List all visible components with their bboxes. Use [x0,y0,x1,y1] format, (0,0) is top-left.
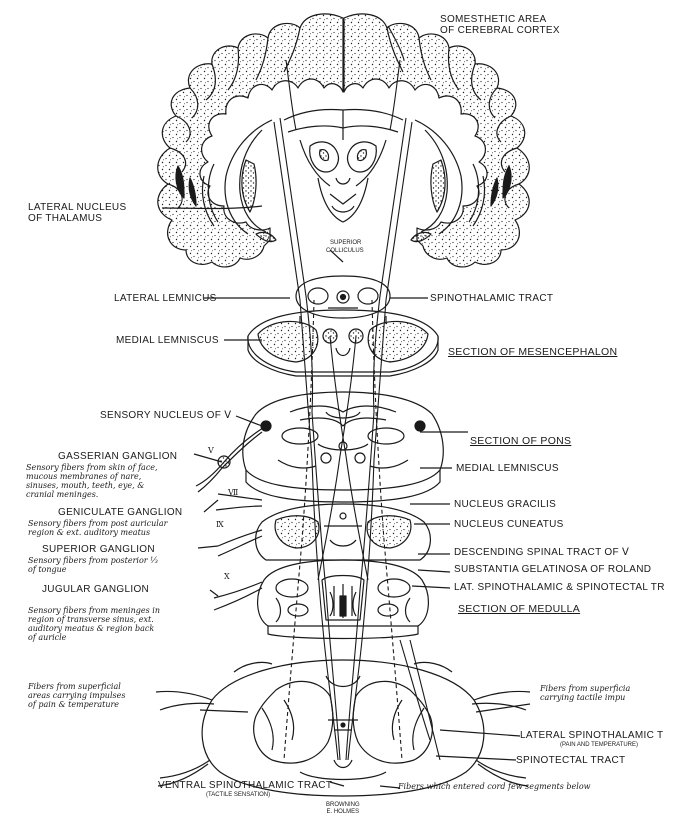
numeral-vii: Ⅶ [228,488,238,497]
label-geniculate-ganglion: GENICULATE GANGLION [58,507,182,518]
label-lateral-spinothalamic: LATERAL SPINOTHALAMIC T [520,730,663,741]
label-lateral-lemniscus: LATERAL LEMNICUS [114,293,217,304]
label-descending-spinal-tract: DESCENDING SPINAL TRACT OF Ⅴ [454,547,629,558]
label-pain-temperature: (PAIN AND TEMPERATURE) [560,742,638,749]
label-nucleus-gracilis: NUCLEUS GRACILIS [454,499,556,510]
label-lateral-nucleus: LATERAL NUCLEUS [28,202,126,213]
label-medial-lemniscus-top: MEDIAL LEMNISCUS [116,335,219,346]
label-tactile-sensation: (TACTILE SENSATION) [206,792,270,799]
label-jugular-ganglion: JUGULAR GANGLION [42,584,149,595]
label-superior-colliculus-2: COLLICULUS [326,248,364,255]
label-substantia-gelatinosa: SUBSTANTIA GELATINOSA OF ROLAND [454,564,651,575]
cerebral-hemispheres [158,14,530,267]
label-somesthetic-area: SOMESTHETIC AREA [440,14,546,25]
spinal-cord-section [156,660,530,796]
label-lateral-nucleus-2: OF THALAMUS [28,213,102,224]
label-superior-ganglion: SUPERIOR GANGLION [42,544,155,555]
label-spinotectal-tract: SPINOTECTAL TRACT [516,755,625,766]
cranial-nerves [162,26,530,788]
mesencephalon-section [248,276,438,376]
note-geniculate: Sensory fibers from post auricular regio… [28,519,167,537]
label-medial-lemniscus-pons: MEDIAL LEMNISCUS [456,463,559,474]
label-sensory-nucleus: SENSORY NUCLEUS OF Ⅴ [100,410,231,421]
label-section-mesencephalon: SECTION OF MESENCEPHALON [448,347,617,358]
label-spinothalamic-tract: SPINOTHALAMIC TRACT [430,293,553,304]
numeral-x: Ⅹ [224,572,230,581]
note-left-fibers: Fibers from superficial areas carrying i… [28,682,125,709]
pons-section [243,392,443,502]
note-fibers-entered: Fibers which entered cord few segments b… [398,782,590,791]
artist-signature: BROWNING E. HOLMES [326,802,360,816]
label-section-medulla: SECTION OF MEDULLA [458,604,580,615]
label-section-pons: SECTION OF PONS [470,436,571,447]
label-lat-spinothalamic-spinotectal: LAT. SPINOTHALAMIC & SPINOTECTAL TR [454,582,665,593]
label-superior-colliculus: SUPERIOR [330,240,361,247]
medulla-upper-section [256,504,431,560]
numeral-ix: Ⅸ [216,520,224,529]
label-ventral-spinothalamic: VENTRAL SPINOTHALAMIC TRACT [158,780,332,791]
numeral-v: Ⅴ [208,446,214,455]
note-jugular: Sensory fibers from meninges in region o… [28,606,160,642]
label-nucleus-cuneatus: NUCLEUS CUNEATUS [454,519,564,530]
label-gasserian-ganglion: GASSERIAN GANGLION [58,451,177,462]
note-gasserian: Sensory fibers from skin of face, mucous… [26,463,158,499]
medulla-section [258,560,429,639]
ascending-tracts [274,60,440,760]
note-right-fibers: Fibers from superficia carrying tactile … [540,684,630,702]
note-superior: Sensory fibers from posterior ⅓ of tongu… [28,556,158,574]
label-somesthetic-area-2: OF CEREBRAL CORTEX [440,25,560,36]
